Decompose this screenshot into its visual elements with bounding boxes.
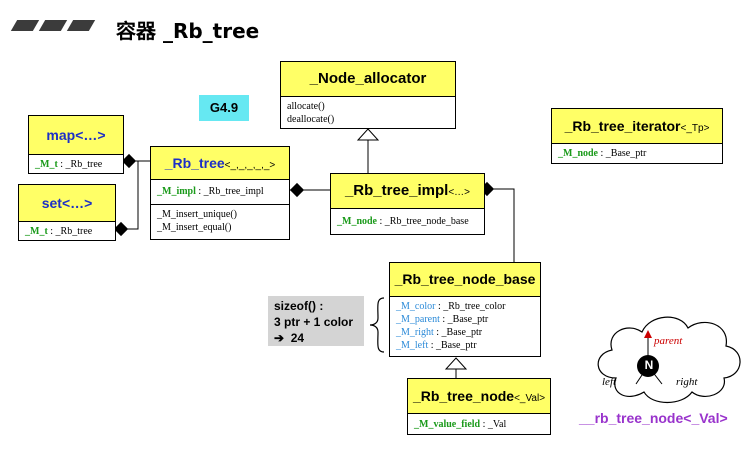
field-m-right-type: : _Base_ptr bbox=[436, 327, 483, 338]
set-name: set<…> bbox=[19, 185, 115, 222]
node-allocator-box: _Node_allocator allocate() deallocate() bbox=[280, 61, 456, 129]
rb-tree-fields: _M_impl : _Rb_tree_impl bbox=[151, 180, 289, 204]
rb-tree-node-template: <_Val> bbox=[514, 393, 546, 404]
node-allocator-methods: allocate() deallocate() bbox=[281, 97, 455, 128]
rb-tree-node-fields: _M_value_field : _Val bbox=[408, 414, 550, 433]
field-m-node: _M_node bbox=[558, 148, 598, 159]
set-fields: _M_t : _Rb_tree bbox=[19, 222, 115, 240]
method-allocate: allocate() bbox=[287, 101, 325, 112]
curly-brace-icon bbox=[369, 297, 385, 353]
field-m-left: _M_left bbox=[396, 340, 429, 351]
version-badge: G4.9 bbox=[199, 95, 249, 121]
cloud-caption-text: __rb_tree_node<_Val> bbox=[579, 410, 728, 426]
field-m-node-type: : _Rb_tree_node_base bbox=[379, 216, 469, 227]
cloud-illustration bbox=[597, 316, 741, 404]
rb-tree-impl-box: _Rb_tree_impl<…> _M_node : _Rb_tree_node… bbox=[330, 173, 485, 235]
method-deallocate: deallocate() bbox=[287, 114, 335, 125]
rb-tree-box: _Rb_tree<_,_,_,_,_> _M_impl : _Rb_tree_i… bbox=[150, 146, 290, 240]
rb-tree-impl-header: _Rb_tree_impl<…> bbox=[331, 174, 484, 209]
field-m-t: _M_t bbox=[25, 226, 48, 237]
set-box: set<…> _M_t : _Rb_tree bbox=[18, 184, 116, 241]
rb-tree-methods: _M_insert_unique() _M_insert_equal() bbox=[151, 204, 289, 236]
rb-tree-impl-name: _Rb_tree_impl bbox=[344, 182, 449, 199]
field-m-impl-type: : _Rb_tree_impl bbox=[198, 186, 264, 197]
rb-tree-node-header: _Rb_tree_node<_Val> bbox=[408, 379, 550, 414]
sizeof-line3: ➔ 24 bbox=[274, 330, 358, 346]
map-fields: _M_t : _Rb_tree bbox=[29, 155, 123, 173]
field-m-color: _M_color bbox=[396, 301, 436, 312]
field-m-parent: _M_parent bbox=[396, 314, 440, 325]
sizeof-note: sizeof() : 3 ptr + 1 color ➔ 24 bbox=[268, 296, 364, 346]
field-m-node-type: : _Base_ptr bbox=[600, 148, 647, 159]
cloud-left-label: left bbox=[602, 376, 617, 388]
field-row: _M_parent : _Base_ptr bbox=[396, 313, 534, 326]
method-insert-unique: _M_insert_unique() bbox=[157, 209, 237, 220]
cloud-node-label: N bbox=[644, 358, 654, 372]
field-m-node: _M_node bbox=[337, 216, 377, 227]
field-m-t-type: : _Rb_tree bbox=[60, 159, 103, 170]
rb-tree-iterator-box: _Rb_tree_iterator<_Tp> _M_node : _Base_p… bbox=[551, 108, 723, 164]
field-row: _M_left : _Base_ptr bbox=[396, 339, 534, 352]
rb-tree-iterator-template: <_Tp> bbox=[680, 123, 710, 134]
rb-tree-iterator-fields: _M_node : _Base_ptr bbox=[552, 144, 722, 162]
map-name: map<…> bbox=[29, 116, 123, 155]
field-m-left-type: : _Base_ptr bbox=[430, 340, 477, 351]
cloud-parent-label: parent bbox=[654, 335, 683, 347]
inheritance-arrow bbox=[356, 128, 380, 141]
field-m-t-type: : _Rb_tree bbox=[50, 226, 93, 237]
rb-tree-template: <_,_,_,_,_> bbox=[224, 160, 276, 171]
inheritance-arrow bbox=[444, 357, 468, 370]
field-m-t: _M_t bbox=[35, 159, 58, 170]
rb-tree-header: _Rb_tree<_,_,_,_,_> bbox=[151, 147, 289, 180]
field-m-value-field-type: : _Val bbox=[482, 419, 507, 430]
arrow-right-icon: ➔ bbox=[274, 331, 285, 345]
rb-tree-node-box: _Rb_tree_node<_Val> _M_value_field : _Va… bbox=[407, 378, 551, 435]
field-row: _M_color : _Rb_tree_color bbox=[396, 300, 534, 313]
rb-tree-impl-template: <…> bbox=[448, 187, 471, 198]
rb-tree-name: _Rb_tree bbox=[164, 155, 225, 171]
node-allocator-name: _Node_allocator bbox=[281, 62, 455, 97]
field-m-parent-type: : _Base_ptr bbox=[442, 314, 489, 325]
sizeof-line2: 3 ptr + 1 color bbox=[274, 315, 354, 329]
field-m-right: _M_right bbox=[396, 327, 434, 338]
rb-tree-node-base-fields: _M_color : _Rb_tree_color _M_parent : _B… bbox=[390, 297, 540, 354]
sizeof-line1: sizeof() : bbox=[274, 299, 324, 313]
field-m-impl: _M_impl bbox=[157, 186, 196, 197]
field-row: _M_right : _Base_ptr bbox=[396, 326, 534, 339]
page-title: 容器 _Rb_tree bbox=[116, 19, 260, 43]
rb-tree-node-name: _Rb_tree_node bbox=[412, 388, 515, 404]
field-m-value-field: _M_value_field bbox=[414, 419, 481, 430]
map-box: map<…> _M_t : _Rb_tree bbox=[28, 115, 124, 174]
sizeof-value: 24 bbox=[290, 331, 305, 345]
rb-tree-node-base-name: _Rb_tree_node_base bbox=[390, 263, 540, 297]
field-m-color-type: : _Rb_tree_color bbox=[437, 301, 506, 312]
cloud-caption: __rb_tree_node<_Val> bbox=[579, 410, 728, 426]
rb-tree-impl-fields: _M_node : _Rb_tree_node_base bbox=[331, 209, 484, 230]
rb-tree-node-base-box: _Rb_tree_node_base _M_color : _Rb_tree_c… bbox=[389, 262, 541, 357]
cloud-right-label: right bbox=[676, 376, 698, 388]
method-insert-equal: _M_insert_equal() bbox=[157, 222, 232, 233]
rb-tree-iterator-header: _Rb_tree_iterator<_Tp> bbox=[552, 109, 722, 144]
rb-tree-iterator-name: _Rb_tree_iterator bbox=[564, 118, 681, 134]
